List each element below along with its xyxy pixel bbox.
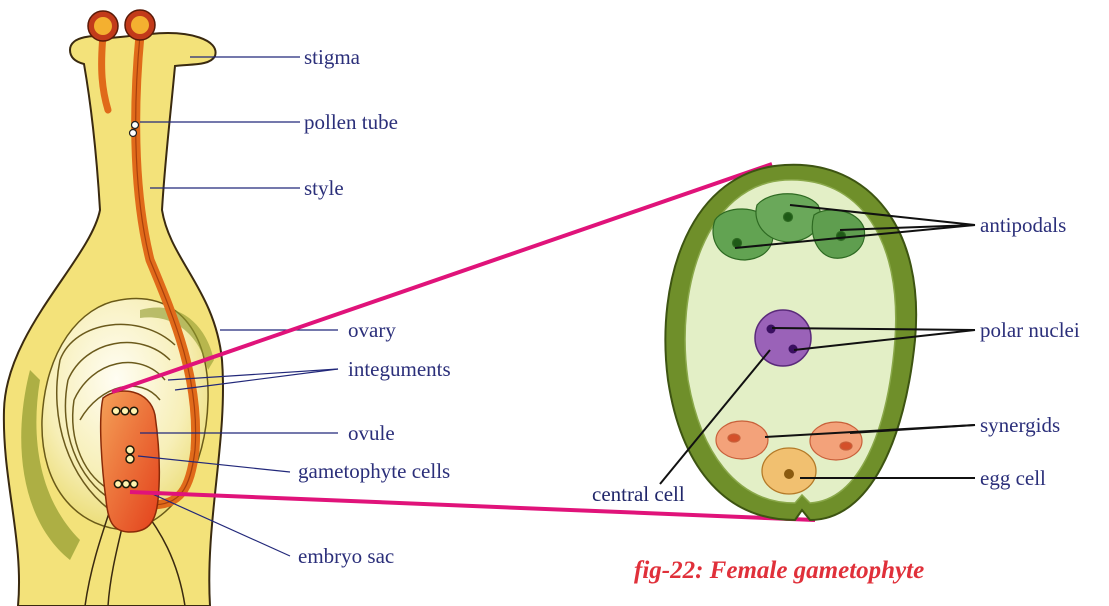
label-embryo-sac: embryo sac <box>298 546 394 567</box>
pistil <box>4 10 223 606</box>
label-gametophyte-cells: gametophyte cells <box>298 461 450 482</box>
label-ovary: ovary <box>348 320 396 341</box>
egg-cell-shape <box>762 448 816 494</box>
label-style: style <box>304 178 344 199</box>
label-synergids: synergids <box>980 415 1060 436</box>
label-stigma: stigma <box>304 47 360 68</box>
label-central-cell: central cell <box>592 484 685 505</box>
figure-caption: fig-22: Female gametophyte <box>634 558 924 583</box>
female-gametophyte <box>665 165 916 520</box>
label-pollen-tube: pollen tube <box>304 112 398 133</box>
label-polar-nuclei: polar nuclei <box>980 320 1080 341</box>
label-antipodals: antipodals <box>980 215 1066 236</box>
label-ovule: ovule <box>348 423 395 444</box>
label-integuments: integuments <box>348 359 451 380</box>
label-egg-cell: egg cell <box>980 468 1046 489</box>
